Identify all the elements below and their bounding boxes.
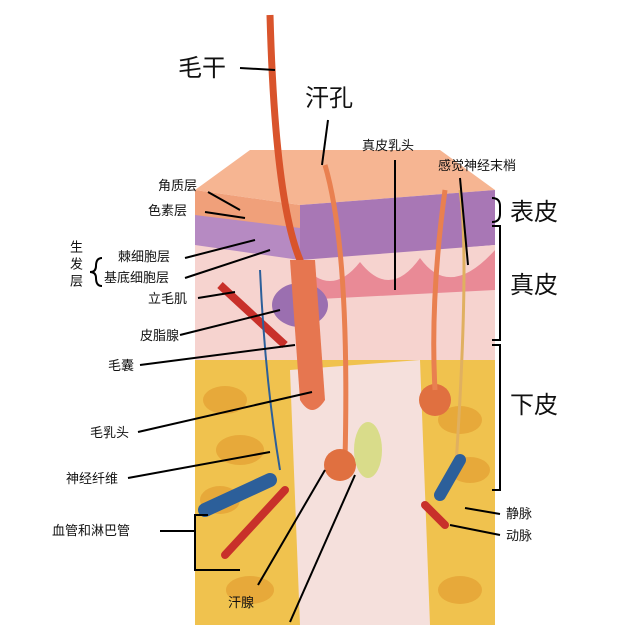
- label-hair-papilla: 毛乳头: [90, 426, 130, 441]
- sweat-duct-2: [431, 189, 448, 391]
- connective-septum: [290, 360, 430, 625]
- sweat-gland-coil-2: [419, 384, 451, 416]
- hair-shaft-shape: [266, 14, 316, 401]
- nerve-fiber-shape: [259, 269, 281, 471]
- label-nerve-fiber: 神经纤维: [66, 472, 119, 487]
- leader-lines: [89, 67, 501, 623]
- label-dermal-papilla: 真皮乳头: [362, 139, 415, 154]
- label-spinous-layer: 棘细胞层: [118, 250, 171, 265]
- label-sebaceous-gland: 皮脂腺: [140, 329, 180, 344]
- label-hair-follicle: 毛囊: [108, 359, 135, 374]
- label-stratum-corneum: 角质层: [158, 179, 198, 194]
- label-dermis: 真皮: [510, 271, 558, 299]
- sweat-gland-coil: [324, 449, 356, 481]
- dermal-papillae: [300, 250, 495, 300]
- arrector-muscle-shape: [217, 282, 288, 348]
- artery-right: [421, 501, 449, 529]
- label-sweat-pore: 汗孔: [305, 84, 353, 112]
- label-arrector-pili: 立毛肌: [148, 292, 188, 307]
- label-pigment-layer: 色素层: [148, 204, 188, 219]
- pacinian-corpuscle: [354, 422, 382, 478]
- label-epidermis: 表皮: [510, 198, 558, 226]
- label-sensory-nerve-ending: 感觉神经末梢: [438, 159, 517, 174]
- label-germinative-layer: 生发层: [67, 240, 82, 291]
- vein-left: [198, 473, 277, 517]
- hair-follicle-shape: [290, 260, 325, 410]
- sweat-duct: [322, 164, 349, 461]
- label-basal-layer: 基底细胞层: [104, 271, 170, 286]
- epidermis-right-face: [300, 190, 495, 262]
- label-hypodermis: 下皮: [510, 391, 558, 419]
- label-artery: 动脉: [506, 529, 533, 544]
- label-sweat-gland: 汗腺: [228, 596, 255, 611]
- artery-left: [221, 486, 289, 559]
- vein-right: [434, 454, 466, 501]
- skin-surface: [195, 150, 495, 205]
- label-vessels: 血管和淋巴管: [52, 524, 131, 539]
- label-hair-shaft: 毛干: [178, 54, 226, 82]
- label-vein: 静脉: [506, 507, 533, 522]
